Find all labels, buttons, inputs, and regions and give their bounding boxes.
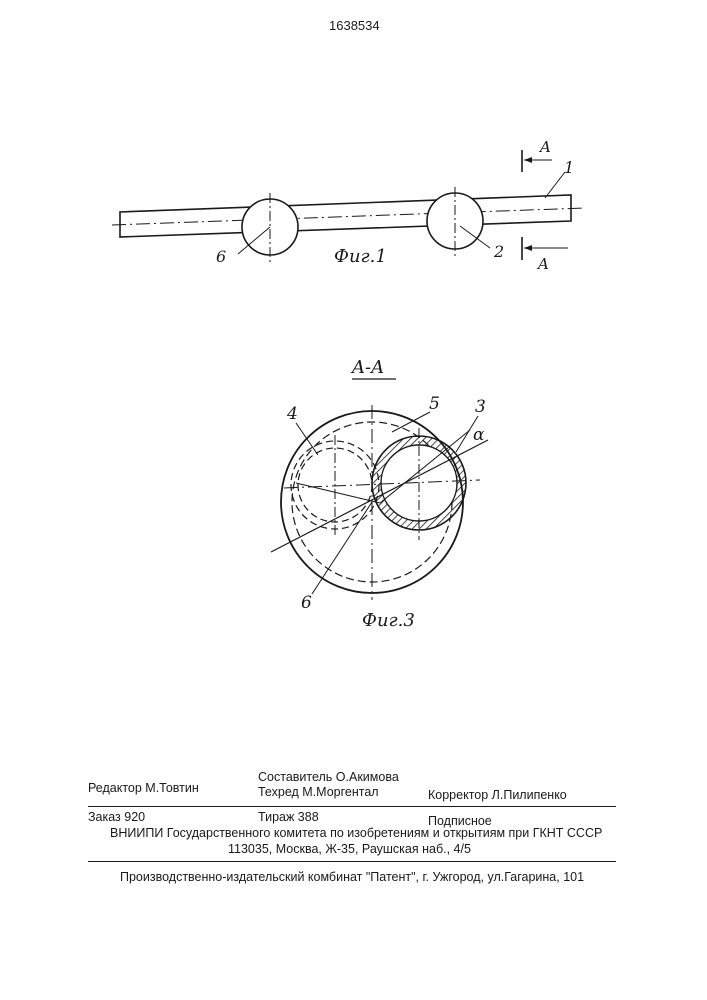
- fig1-label-2: 2: [494, 242, 504, 261]
- fig3-label-5: 5: [429, 394, 440, 414]
- fig3-label-3: 3: [475, 397, 486, 417]
- footer-rule-bottom: [88, 861, 616, 862]
- publisher-line: Производственно-издательский комбинат "П…: [120, 870, 584, 884]
- fig1-section-label-bottom: A: [538, 255, 549, 273]
- fig1-label-6: 6: [216, 247, 226, 266]
- fig3-section-title: A-A: [352, 357, 384, 378]
- fig3-caption: Фиг.3: [362, 610, 415, 631]
- address-line: 113035, Москва, Ж-35, Раушская наб., 4/5: [228, 842, 471, 856]
- fig3-label-4: 4: [287, 404, 298, 424]
- editor: Редактор М.Товтин: [88, 781, 199, 795]
- fig3-label-6: 6: [301, 593, 312, 613]
- rod-outline: [120, 195, 571, 237]
- org-line: ВНИИПИ Государственного комитета по изоб…: [110, 826, 602, 840]
- figure-3-drawing: [271, 379, 488, 600]
- corrector: Корректор Л.Пилипенко: [428, 788, 567, 802]
- compiler: Составитель О.Акимова: [258, 770, 399, 784]
- fig3-angle-alpha: α: [473, 425, 484, 445]
- circulation: Тираж 388: [258, 810, 319, 824]
- order-number: Заказ 920: [88, 810, 145, 824]
- tech-editor: Техред М.Моргентал: [258, 785, 379, 799]
- fig1-caption: Фиг.1: [334, 246, 387, 267]
- fig1-section-label-top: A: [540, 138, 551, 156]
- footer-rule-top: [88, 806, 616, 807]
- fig1-label-1: 1: [564, 158, 574, 177]
